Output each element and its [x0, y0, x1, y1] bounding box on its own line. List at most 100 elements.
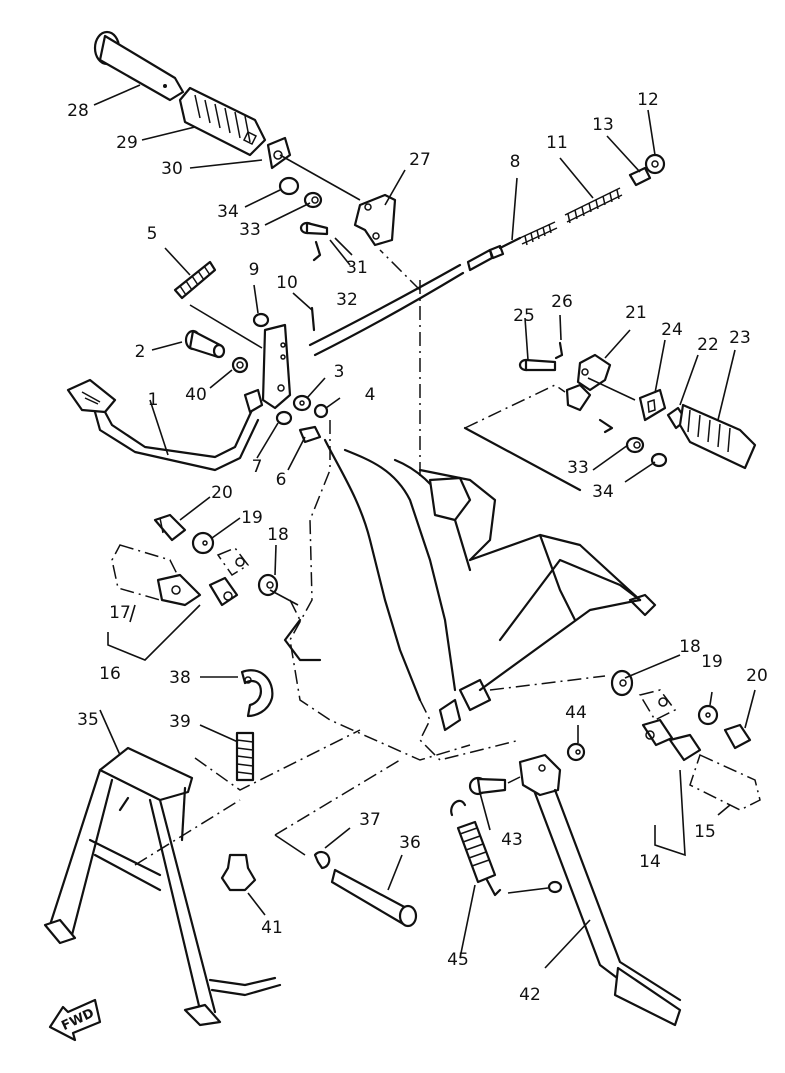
callout-18-right: 18: [679, 637, 701, 657]
part-2-bolt: [184, 329, 226, 359]
callout-34-right: 34: [592, 482, 614, 502]
part-38-stopper: [240, 669, 274, 718]
part-45-spring: [450, 799, 563, 897]
part-29-footrest-rubber: [178, 86, 267, 157]
callout-1: 1: [148, 390, 159, 410]
callout-36: 36: [399, 833, 421, 853]
part-11-spring: [564, 187, 623, 224]
callout-11: 11: [546, 133, 568, 153]
callout-23: 23: [729, 328, 751, 348]
part-33-nut-right: [625, 436, 645, 454]
part-30-plate: [266, 136, 361, 201]
part-39-spring: [235, 731, 255, 782]
part-18-bushing-right: [610, 669, 634, 697]
part-8-brake-rod: [308, 221, 558, 357]
callout-39: 39: [169, 712, 191, 732]
callout-4: 4: [365, 385, 376, 405]
part-9-washer: [252, 312, 270, 328]
part-1-brake-pedal: [66, 323, 292, 472]
callout-30: 30: [161, 159, 183, 179]
callout-10: 10: [276, 273, 298, 293]
callout-25: 25: [513, 306, 535, 326]
part-28-footrest-shaft: [93, 30, 185, 102]
part-41-stopper-rubber: [220, 853, 257, 892]
part-4-clip: [313, 403, 329, 419]
callout-18: 18: [267, 525, 289, 545]
callout-43: 43: [501, 830, 523, 850]
part-13-joint: [628, 166, 652, 187]
part-7-washer: [275, 410, 293, 426]
callout-3: 3: [334, 362, 345, 382]
part-43-bolt: [468, 776, 521, 796]
callout-24: 24: [661, 320, 683, 340]
callout-44: 44: [565, 703, 587, 723]
callout-15: 15: [694, 822, 716, 842]
part-17-footrest-left: [111, 544, 250, 607]
part-32-cotter-pin: [312, 240, 322, 262]
callout-16: 16: [99, 664, 121, 684]
part-42-side-stand: [518, 753, 682, 1027]
callout-41: 41: [261, 918, 283, 938]
callout-8: 8: [510, 152, 521, 172]
callout-13: 13: [592, 115, 614, 135]
part-15-footrest-right: [638, 689, 761, 811]
part-18-bushing-left: [257, 573, 299, 606]
callout-35: 35: [77, 710, 99, 730]
callout-26: 26: [551, 292, 573, 312]
callout-38: 38: [169, 668, 191, 688]
callout-leaders: [93, 84, 756, 969]
part-35-center-stand: [43, 746, 282, 1027]
callout-19-right: 19: [701, 652, 723, 672]
frame-outline: [283, 249, 657, 761]
part-10-cotter-pin: [310, 306, 316, 332]
part-25-pin: [518, 358, 557, 372]
callout-34: 34: [217, 202, 239, 222]
part-36-pivot-shaft: [330, 868, 418, 928]
part-24-plate: [638, 388, 667, 422]
callout-9: 9: [249, 260, 260, 280]
part-20-bolt-left: [153, 513, 187, 542]
callout-27: 27: [409, 150, 431, 170]
callout-21: 21: [625, 303, 647, 323]
part-3-washer: [292, 394, 312, 412]
callout-22: 22: [697, 335, 719, 355]
callout-31: 31: [346, 258, 368, 278]
part-37-circlip: [313, 850, 331, 870]
part-31-pin: [299, 221, 329, 236]
callout-28: 28: [67, 101, 89, 121]
part-26-cotter-pin: [554, 341, 564, 360]
callout-32: 32: [336, 290, 358, 310]
callout-14: 14: [639, 852, 661, 872]
callout-45: 45: [447, 950, 469, 970]
callout-20-right: 20: [746, 666, 768, 686]
part-34-collar-right: [650, 452, 668, 468]
part-19-washer-left: [191, 531, 215, 555]
callout-5: 5: [147, 224, 158, 244]
callout-labels: 28 29 30 34 33 5 9 10 31 32 27 8 11 13 1…: [67, 90, 768, 1005]
part-27-bracket: [353, 193, 397, 247]
callout-7: 7: [252, 457, 263, 477]
part-44-nut: [566, 742, 586, 762]
callout-17: 17: [109, 603, 131, 623]
callout-19: 19: [241, 508, 263, 528]
callout-12: 12: [637, 90, 659, 110]
fwd-direction-indicator: FWD: [48, 998, 102, 1042]
callout-20: 20: [211, 483, 233, 503]
callout-33: 33: [239, 220, 261, 240]
callout-40: 40: [185, 385, 207, 405]
part-20-bolt-right: [723, 723, 752, 750]
callout-42: 42: [519, 985, 541, 1005]
part-40-nut: [231, 356, 249, 374]
part-34-collar: [278, 176, 300, 196]
callout-29: 29: [116, 133, 138, 153]
callout-6: 6: [276, 470, 287, 490]
part-5-spring: [173, 260, 263, 349]
callout-37: 37: [359, 810, 381, 830]
part-21-bracket: [565, 353, 636, 412]
part-12-nut: [644, 153, 666, 175]
callout-33-right: 33: [567, 458, 589, 478]
part-19-washer-right: [697, 704, 719, 726]
callout-2: 2: [135, 342, 146, 362]
part-23-footrest: [666, 403, 757, 470]
